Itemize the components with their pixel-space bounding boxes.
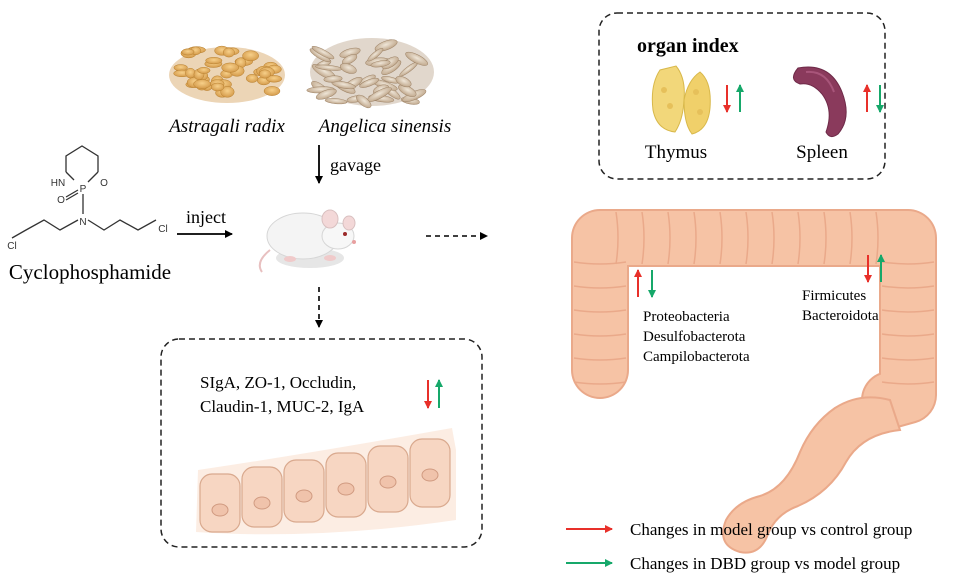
atom-n: N <box>79 217 86 228</box>
barrier-box <box>160 338 483 548</box>
organ-index-title: organ index <box>637 35 739 57</box>
legend-model-text: Changes in model group vs control group <box>630 520 912 539</box>
atom-o-ring: O <box>100 178 108 189</box>
gut-right-bacteria-1: Firmicutes <box>802 288 866 304</box>
mouse-image <box>258 209 356 273</box>
drug-name: Cyclophosphamide <box>9 260 171 284</box>
thymus-label: Thymus <box>645 142 707 163</box>
gut-left-bacteria-2: Desulfobacterota <box>643 329 746 345</box>
gut-left-bacteria-3: Campilobacterota <box>643 349 750 365</box>
herb-label-astragali: Astragali radix <box>167 116 285 137</box>
gut-left-bacteria-1: Proteobacteria <box>643 309 730 325</box>
intestinal-epithelium-image <box>196 428 456 535</box>
cyclophosphamide-structure <box>11 145 157 239</box>
atom-cl-right: Cl <box>158 224 167 235</box>
atom-cl-left: Cl <box>7 241 16 252</box>
legend-dbd-text: Changes in DBD group vs model group <box>630 554 900 573</box>
atom-hn: HN <box>51 178 65 189</box>
barrier-markers-line1: SIgA, ZO-1, Occludin, <box>200 373 356 392</box>
colon-image <box>571 209 937 554</box>
atom-o-double: O <box>57 195 65 206</box>
astragali-radix-image <box>169 45 285 103</box>
gavage-label: gavage <box>330 155 381 175</box>
spleen-image <box>793 66 847 138</box>
barrier-markers-line2: Claudin-1, MUC-2, IgA <box>200 397 365 416</box>
angelica-sinensis-image <box>306 38 434 109</box>
organ-index-box <box>598 12 886 180</box>
herb-label-angelica: Angelica sinensis <box>317 116 451 137</box>
spleen-label: Spleen <box>796 142 848 163</box>
gut-right-bacteria-2: Bacteroidota <box>802 308 879 324</box>
atom-p: P <box>80 184 87 195</box>
thymus-image <box>651 65 711 135</box>
inject-label: inject <box>186 207 226 227</box>
